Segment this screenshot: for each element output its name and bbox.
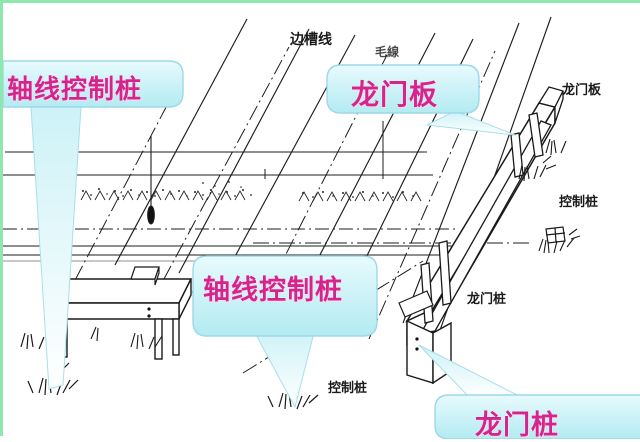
grass-tuft-bottom-left-far (90, 326, 163, 350)
callout-batter-board-stake-bottom-right[interactable] (418, 344, 640, 439)
diagram-artwork (3, 16, 640, 439)
callout-batter-board-top-right[interactable] (326, 64, 516, 136)
batter-board-top-joint (537, 86, 564, 124)
grass-tuft-right (538, 228, 581, 254)
batter-board-beam-left (54, 266, 193, 320)
callout-bubbles (3, 60, 640, 439)
grass-tuft-beside-posts (518, 138, 567, 182)
callout-axis-control-stake-top-left[interactable] (3, 60, 184, 390)
corner-gusset (398, 290, 434, 318)
soil-stipple-band-upper (82, 181, 414, 198)
vertical-axis-line (147, 121, 384, 225)
soil-hatch-ticks (80, 190, 422, 202)
control-stake-right-icon (545, 226, 566, 244)
batter-board-legs-left (60, 318, 180, 360)
callout-axis-control-stake-center[interactable] (192, 255, 378, 409)
